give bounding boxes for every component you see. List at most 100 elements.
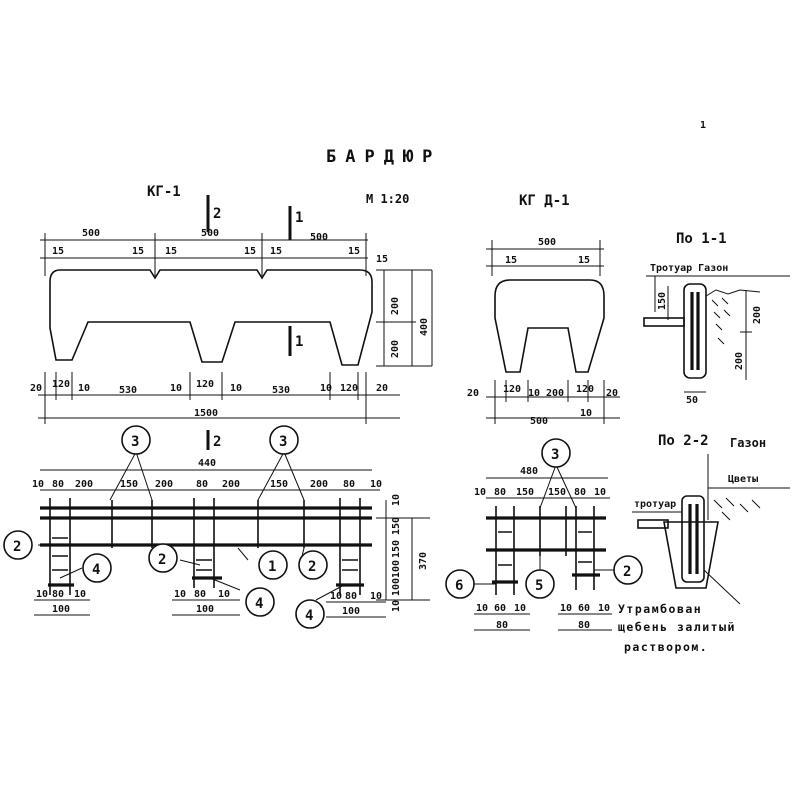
cage1-stirrups	[49, 498, 361, 595]
svg-text:150: 150	[516, 487, 534, 498]
svg-text:150: 150	[548, 487, 566, 498]
svg-text:10: 10	[230, 383, 242, 394]
svg-text:370: 370	[418, 552, 429, 570]
section-2-2: По 2-2 Газон Цветы тротуар Утрамбован ще…	[618, 433, 790, 654]
svg-text:10: 10	[598, 603, 610, 614]
svg-text:10: 10	[476, 603, 488, 614]
svg-text:15: 15	[165, 246, 177, 257]
svg-text:120: 120	[340, 383, 358, 394]
kg1-label: КГ-1	[147, 184, 181, 200]
section-2-2-lawn: Газон	[730, 436, 766, 450]
cage1-callout-3b	[269, 425, 299, 455]
section-1-1-label: По 1-1	[676, 231, 727, 247]
cage2-callout-6	[445, 569, 475, 599]
drawing-title: БАРДЮР	[326, 147, 441, 167]
svg-text:4: 4	[305, 608, 313, 624]
svg-text:4: 4	[255, 596, 263, 612]
svg-text:60: 60	[494, 603, 506, 614]
svg-text:60: 60	[578, 603, 590, 614]
svg-text:10: 10	[36, 589, 48, 600]
kgd1-elevation: 500 15 15 20 120 10 200 120 20 500 10	[467, 237, 620, 427]
svg-text:15: 15	[376, 254, 388, 265]
svg-text:10: 10	[174, 589, 186, 600]
svg-text:80: 80	[196, 479, 208, 490]
cage2-callout-5	[525, 569, 555, 599]
svg-text:80: 80	[496, 620, 508, 631]
svg-text:15: 15	[52, 246, 64, 257]
svg-text:10: 10	[474, 487, 486, 498]
cage2-total-dim: 480	[520, 466, 538, 477]
svg-text:120: 120	[196, 379, 214, 390]
svg-text:20: 20	[30, 383, 42, 394]
svg-text:200: 200	[75, 479, 93, 490]
svg-text:2: 2	[308, 559, 316, 575]
svg-text:80: 80	[52, 479, 64, 490]
svg-text:10: 10	[170, 383, 182, 394]
svg-text:120: 120	[52, 379, 70, 390]
cage1-callout-2b	[148, 543, 178, 573]
kgd1-label: КГ Д-1	[519, 193, 570, 209]
section-2-2-note-2: щебень залитый	[618, 620, 736, 634]
svg-text:10: 10	[320, 383, 332, 394]
cage2-callout-3	[541, 438, 571, 468]
svg-text:10: 10	[74, 589, 86, 600]
svg-text:10: 10	[370, 479, 382, 490]
cage1-callout-4a	[82, 553, 112, 583]
svg-text:100: 100	[52, 604, 70, 615]
section-2-2-note-1: Утрамбован	[618, 602, 702, 616]
svg-text:15: 15	[244, 246, 256, 257]
svg-text:10: 10	[514, 603, 526, 614]
svg-text:20: 20	[376, 383, 388, 394]
svg-text:10: 10	[78, 383, 90, 394]
svg-text:20: 20	[467, 388, 479, 399]
kg1-top-dim-3: 500	[310, 232, 328, 243]
section-1-1: По 1-1 Тротуар Газон 150 200 200 50	[643, 231, 790, 406]
cage2: 480 10 80 150 150 80 10 3 6 5 2 10 60 10…	[445, 438, 643, 631]
svg-text:10: 10	[594, 487, 606, 498]
svg-text:80: 80	[194, 589, 206, 600]
svg-text:100: 100	[196, 604, 214, 615]
svg-text:200: 200	[734, 352, 745, 370]
svg-text:100: 100	[391, 578, 402, 596]
kg1-elevation: 2 1 1 500 500 500 15 15 15 15 15 15 15 2…	[30, 195, 433, 424]
svg-text:10: 10	[528, 388, 540, 399]
svg-text:150: 150	[120, 479, 138, 490]
svg-text:50: 50	[686, 395, 698, 406]
cage2-callout-2	[613, 555, 643, 585]
svg-text:10: 10	[580, 408, 592, 419]
svg-text:3: 3	[551, 447, 559, 463]
section-2-2-label: По 2-2	[658, 433, 709, 449]
section-1-1-curb	[683, 283, 707, 379]
svg-text:200: 200	[546, 388, 564, 399]
kg1-block-outline	[49, 269, 373, 366]
svg-text:100: 100	[391, 560, 402, 578]
svg-text:200: 200	[390, 340, 401, 358]
section-2-2-walk: тротуар	[634, 499, 676, 510]
svg-text:15: 15	[348, 246, 360, 257]
svg-text:80: 80	[494, 487, 506, 498]
svg-text:10: 10	[218, 589, 230, 600]
kg1-section-mark-1-bottom: 1	[295, 334, 303, 350]
svg-text:15: 15	[505, 255, 517, 266]
cage1-callout-2a	[3, 530, 33, 560]
cage1-section-mark: 2	[213, 434, 221, 450]
kg1-top-dim-2: 500	[201, 228, 219, 239]
kgd1-top-dim: 500	[538, 237, 556, 248]
svg-text:150: 150	[391, 540, 402, 558]
svg-text:10: 10	[32, 479, 44, 490]
svg-text:2: 2	[623, 564, 631, 580]
svg-text:1: 1	[268, 559, 276, 575]
svg-text:10: 10	[370, 591, 382, 602]
cage1-callout-1	[258, 550, 288, 580]
kg1-section-mark-2: 2	[213, 206, 221, 222]
kg1-top-dim-1: 500	[82, 228, 100, 239]
svg-text:10: 10	[560, 603, 572, 614]
svg-text:2: 2	[158, 552, 166, 568]
svg-text:6: 6	[455, 578, 463, 594]
svg-text:120: 120	[576, 384, 594, 395]
svg-text:4: 4	[92, 562, 100, 578]
cage1-callout-4c	[295, 599, 325, 629]
svg-text:15: 15	[270, 246, 282, 257]
svg-text:150: 150	[657, 292, 668, 310]
svg-text:10: 10	[391, 494, 402, 506]
